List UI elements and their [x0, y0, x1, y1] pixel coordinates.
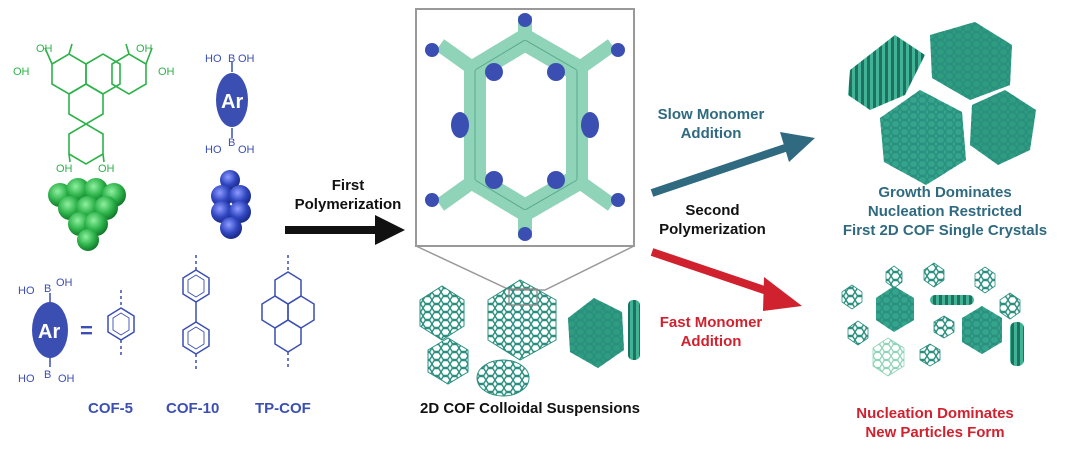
boronic-acid-bottom: [32, 293, 68, 367]
cof-framework-model: [425, 13, 625, 241]
boron-oh-label: OH: [238, 144, 255, 156]
fast-addition-arrow: [650, 248, 802, 311]
hhtp-oh-label: OH: [13, 66, 30, 78]
slow-addition-label: Slow Monomer Addition: [657, 106, 765, 142]
second-polymerization-label: Second Polymerization: [659, 202, 766, 238]
hhtp-oh-label: OH: [158, 66, 175, 78]
boron-label: B: [228, 137, 235, 149]
colloidal-particles: [419, 279, 640, 397]
boron-oh-label: OH: [238, 53, 255, 65]
cof-5-label: COF-5: [88, 400, 133, 417]
boron-ho-label: HO: [18, 373, 35, 385]
hhtp-oh-label: OH: [98, 163, 115, 175]
boron-ho-label: HO: [18, 285, 35, 297]
colloidal-suspension-caption: 2D COF Colloidal Suspensions: [419, 400, 641, 417]
cof-small-particles: [841, 262, 1024, 377]
first-polymerization-label: First Polymerization: [294, 177, 402, 213]
cof-single-crystals: [848, 22, 1036, 185]
hhtp-spacefill: [48, 178, 126, 251]
hhtp-oh-label: OH: [36, 43, 53, 55]
boron-oh-label: OH: [56, 277, 73, 289]
first-polymerization-arrow: [285, 215, 405, 245]
equals-sign: =: [80, 318, 93, 343]
pyrene-linker: [261, 255, 315, 370]
growth-dominates-caption: Growth Dominates Nucleation Restricted F…: [842, 184, 1048, 239]
tp-cof-label: TP-COF: [255, 400, 311, 417]
boron-label: B: [44, 283, 51, 295]
fast-addition-label: Fast Monomer Addition: [659, 314, 763, 350]
boronic-spacefill: [211, 170, 251, 239]
ar-label: Ar: [221, 91, 243, 113]
cof-10-label: COF-10: [166, 400, 220, 417]
zoom-funnel: [415, 245, 635, 291]
boron-ho-label: HO: [205, 53, 222, 65]
benzene-linker: [107, 290, 135, 358]
ar-label: Ar: [38, 321, 60, 343]
slow-addition-arrow: [650, 132, 815, 197]
boron-ho-label: HO: [205, 144, 222, 156]
nucleation-dominates-caption: Nucleation Dominates New Particles Form: [856, 405, 1014, 441]
biphenyl-linker: [182, 255, 210, 372]
boron-oh-label: OH: [58, 373, 75, 385]
ar-oval: [216, 73, 248, 127]
boronic-acid-top: [216, 62, 248, 138]
boron-label: B: [44, 369, 51, 381]
hhtp-structure: [44, 43, 153, 165]
hhtp-oh-label: OH: [56, 163, 73, 175]
hhtp-oh-label: OH: [136, 43, 153, 55]
boron-label: B: [228, 53, 235, 65]
